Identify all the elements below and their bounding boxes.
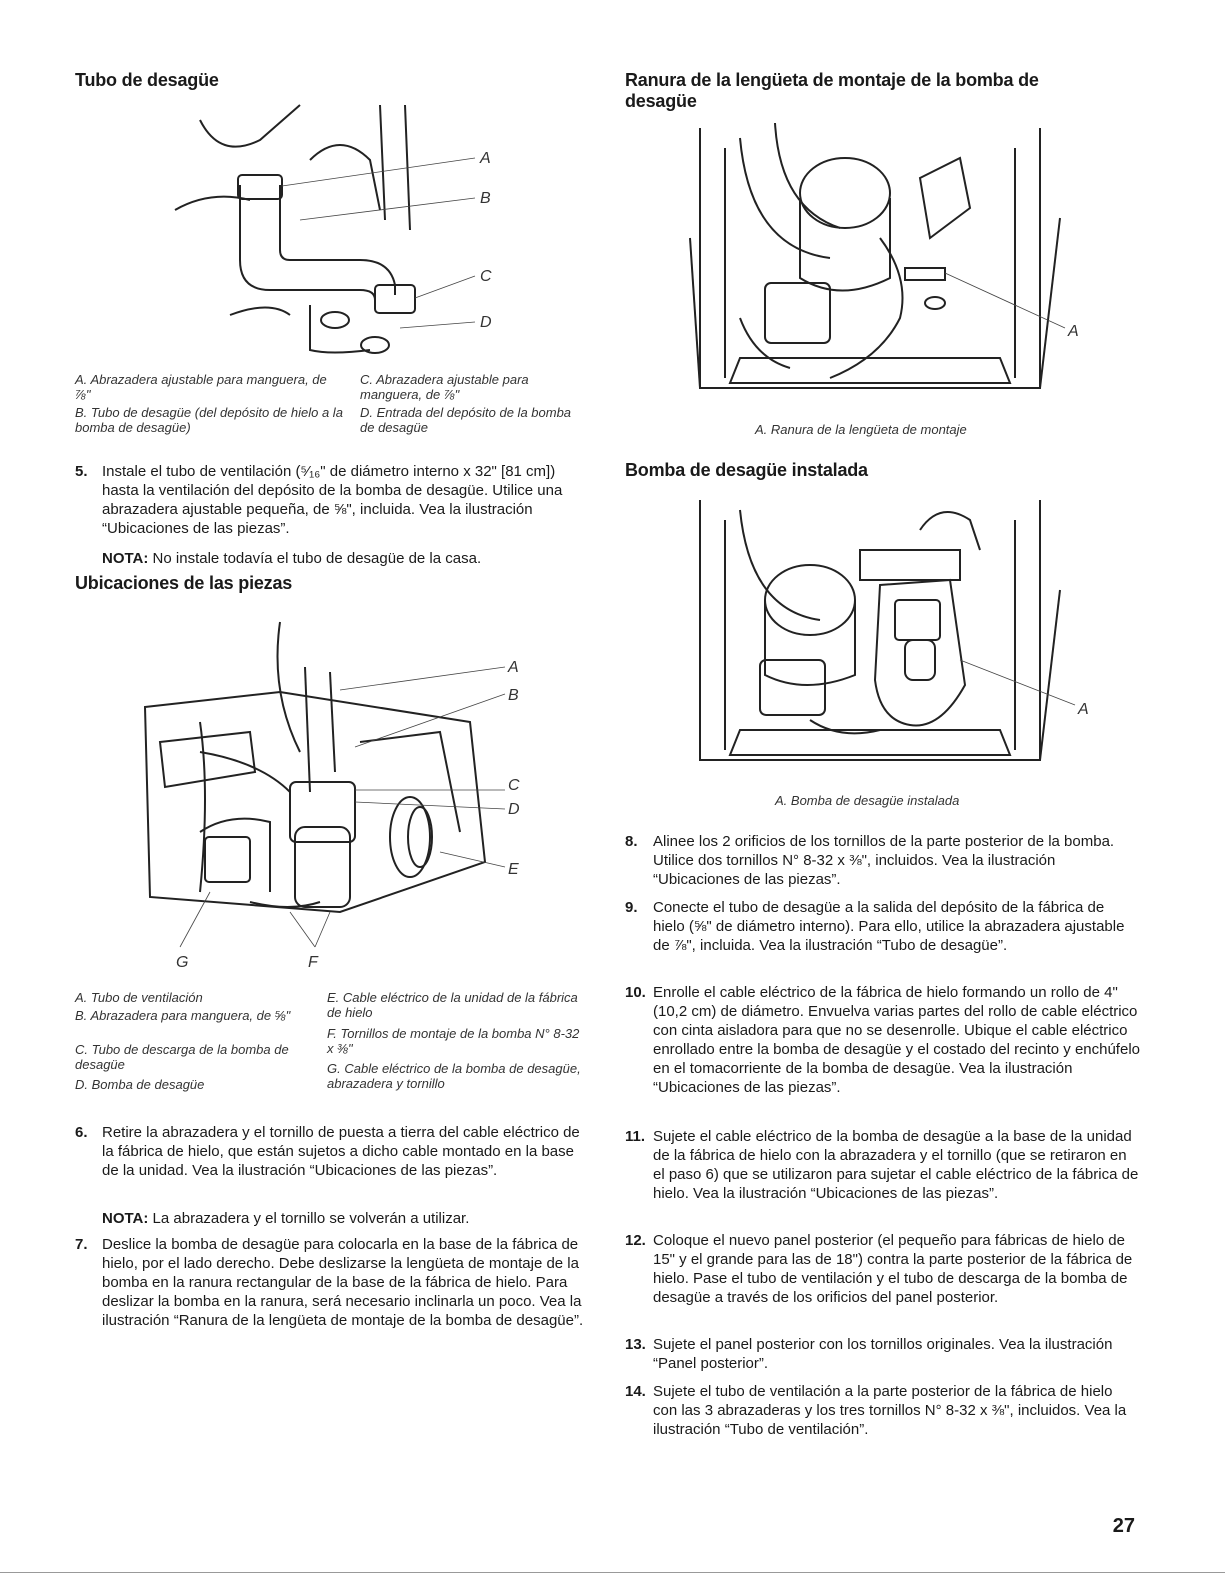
fig4-label-a: A [1077, 701, 1089, 718]
figure-ubicaciones-de-las-piezas: A B C D E G F [140, 612, 530, 977]
step-14: 14. Sujete el tubo de ventilación a la p… [625, 1383, 1127, 1438]
fig1-label-a: A [479, 150, 491, 167]
fig2-label-g: G [176, 954, 188, 971]
fig3-label-a: A [1067, 323, 1079, 340]
fig2-label-c: C [508, 777, 520, 794]
fig2-label-d: D [508, 801, 520, 818]
figure-tubo-de-desague: A B C D [170, 100, 510, 365]
step-5: 5. Instale el tubo de ventilación (⁵⁄₁₆"… [75, 463, 563, 537]
heading-tubo-de-desague: Tubo de desagüe [75, 70, 219, 90]
figure-ranura: A [680, 118, 1100, 418]
step-10: 10. Enrolle el cable eléctrico de la fáb… [625, 984, 1140, 1096]
fig2-caption-item: F. Tornillos de montaje de la bomba N° 8… [327, 1026, 580, 1056]
fig2-caption-item: D. Bomba de desagüe [75, 1077, 205, 1092]
note-6: NOTA: La abrazadera y el tornillo se vol… [102, 1210, 470, 1227]
fig2-caption: A. Tubo de ventilación B. Abrazadera par… [75, 990, 595, 1120]
heading-ubicaciones-de-las-piezas: Ubicaciones de las piezas [75, 573, 293, 593]
step-8: 8. Alinee los 2 orificios de los tornill… [625, 833, 1115, 888]
fig1-caption-item: D. Entrada del depósito de la bomba de d… [360, 405, 572, 435]
fig4-caption: A. Bomba de desagüe instalada [775, 793, 960, 808]
fig2-caption-item: B. Abrazadera para manguera, de ⅝" [75, 1008, 291, 1023]
step-6: 6. Retire la abrazadera y el tornillo de… [75, 1124, 580, 1179]
fig2-caption-item: E. Cable eléctrico de la unidad de la fá… [327, 990, 578, 1020]
bottom-rule [0, 1572, 1225, 1573]
fig1-caption-item: C. Abrazadera ajustable para manguera, d… [360, 372, 529, 402]
fig1-caption: A. Abrazadera ajustable para manguera, d… [75, 372, 595, 442]
heading-bomba-instalada: Bomba de desagüe instalada [625, 460, 868, 480]
fig2-label-a: A [507, 659, 519, 676]
fig2-label-e: E [508, 861, 519, 878]
step-11: 11. Sujete el cable eléctrico de la bomb… [625, 1128, 1139, 1202]
fig1-label-b: B [480, 190, 491, 207]
fig2-caption-item: A. Tubo de ventilación [75, 990, 203, 1005]
step-9: 9. Conecte el tubo de desagüe a la salid… [625, 899, 1125, 954]
fig2-caption-item: G. Cable eléctrico de la bomba de desagü… [327, 1061, 581, 1091]
note-5: NOTA: No instale todavía el tubo de desa… [102, 550, 482, 567]
fig1-caption-item: B. Tubo de desagüe (del depósito de hiel… [75, 405, 343, 435]
figure-bomba-instalada: A [680, 490, 1100, 785]
fig1-caption-item: A. Abrazadera ajustable para manguera, d… [75, 372, 327, 402]
fig1-label-d: D [480, 314, 492, 331]
step-7: 7. Deslice la bomba de desagüe para colo… [75, 1236, 584, 1329]
heading-ranura: Ranura de la lengüeta de montaje de la b… [625, 70, 1039, 111]
fig2-caption-item: C. Tubo de descarga de la bomba de desag… [75, 1042, 289, 1072]
fig2-label-b: B [508, 687, 519, 704]
fig3-caption: A. Ranura de la lengüeta de montaje [755, 422, 967, 437]
page-number: 27 [1112, 1515, 1135, 1537]
fig2-label-f: F [308, 954, 319, 971]
step-12: 12. Coloque el nuevo panel posterior (el… [625, 1232, 1133, 1306]
fig1-label-c: C [480, 268, 492, 285]
step-13: 13. Sujete el panel posterior con los to… [625, 1336, 1113, 1372]
